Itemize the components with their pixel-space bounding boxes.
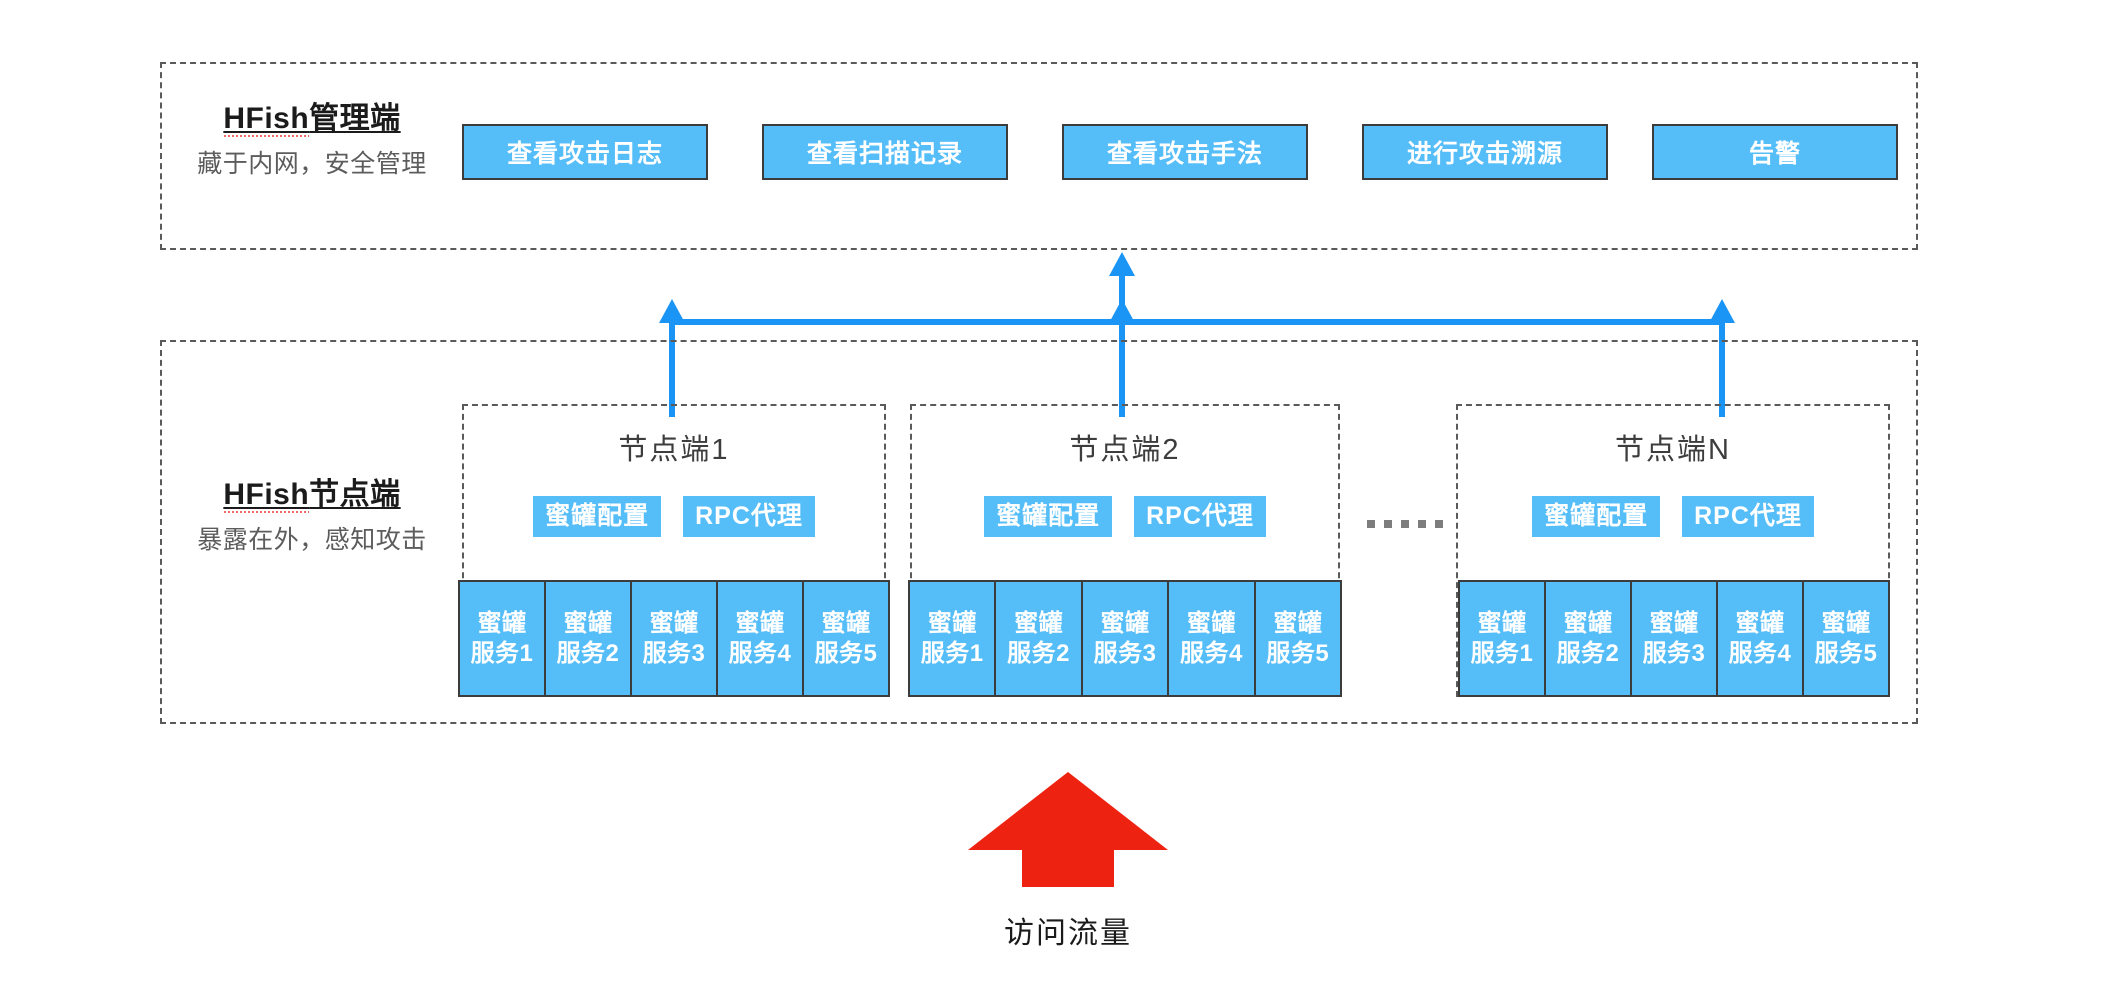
- uplink-line-node1: [669, 319, 675, 417]
- admin-zone-subtitle: 藏于内网，安全管理: [197, 149, 427, 178]
- uplink-arrowhead-node1: [659, 299, 685, 323]
- traffic-up-arrow-icon: [968, 772, 1168, 887]
- service-cell-line2: 服务4: [1728, 639, 1792, 667]
- uplink-line-to-admin: [1119, 272, 1125, 322]
- service-cell-line2: 服务3: [642, 639, 706, 667]
- service-cell-line2: 服务1: [1470, 639, 1534, 667]
- service-cell-1-1[interactable]: 蜜罐服务1: [458, 580, 546, 697]
- service-cell-2-4[interactable]: 蜜罐服务4: [1167, 580, 1256, 697]
- chip-rpc-proxy-n[interactable]: RPC代理: [1682, 496, 1814, 538]
- uplink-line-node2: [1119, 319, 1125, 417]
- service-cell-n-4[interactable]: 蜜罐服务4: [1716, 580, 1804, 697]
- ellipsis-dot: [1384, 520, 1392, 528]
- node-zone-panel: [160, 340, 1918, 724]
- service-cell-line1: 蜜罐: [1186, 609, 1236, 637]
- service-cell-line1: 蜜罐: [1100, 609, 1150, 637]
- service-cell-2-3[interactable]: 蜜罐服务3: [1080, 580, 1170, 697]
- service-cell-line1: 蜜罐: [1477, 609, 1527, 637]
- service-cell-line1: 蜜罐: [1735, 609, 1785, 637]
- service-cell-line2: 服务1: [920, 639, 984, 667]
- service-cell-1-3[interactable]: 蜜罐服务3: [630, 580, 718, 697]
- service-cell-line1: 蜜罐: [1014, 609, 1064, 637]
- ellipsis-dot: [1367, 520, 1375, 528]
- admin-zone-title-latin: HFish: [223, 102, 310, 139]
- node-zone-subtitle: 暴露在外，感知攻击: [197, 525, 427, 554]
- service-cell-line2: 服务4: [1179, 639, 1243, 667]
- service-strip-1: 蜜罐服务1 蜜罐服务2 蜜罐服务3 蜜罐服务4 蜜罐服务5: [458, 580, 890, 697]
- service-cell-2-2[interactable]: 蜜罐服务2: [994, 580, 1083, 697]
- chip-rpc-proxy-2[interactable]: RPC代理: [1134, 496, 1266, 538]
- service-cell-1-5[interactable]: 蜜罐服务5: [802, 580, 890, 697]
- node-title-1: 节点端1: [618, 434, 730, 466]
- admin-button-view-attack-tactics[interactable]: 查看攻击手法: [1062, 124, 1308, 180]
- uplink-arrowhead-nodeN: [1709, 299, 1735, 323]
- node-box-n[interactable]: 节点端N 蜜罐配置 RPC代理: [1456, 404, 1890, 697]
- service-cell-2-1[interactable]: 蜜罐服务1: [908, 580, 997, 697]
- admin-zone-title-cn: 管理端: [309, 102, 401, 135]
- service-cell-line2: 服务2: [1007, 639, 1071, 667]
- service-cell-line1: 蜜罐: [649, 609, 699, 637]
- service-strip-2: 蜜罐服务1 蜜罐服务2 蜜罐服务3 蜜罐服务4 蜜罐服务5: [908, 580, 1343, 697]
- chip-honeypot-config-n[interactable]: 蜜罐配置: [1532, 496, 1661, 538]
- service-cell-line1: 蜜罐: [1563, 609, 1613, 637]
- node-chip-row-n: 蜜罐配置 RPC代理: [1458, 496, 1888, 538]
- service-cell-line2: 服务5: [814, 639, 878, 667]
- admin-zone-panel: [160, 62, 1918, 250]
- node-zone-title-cn: 节点端: [309, 478, 401, 511]
- chip-rpc-proxy-1[interactable]: RPC代理: [683, 496, 815, 538]
- ellipsis-dot: [1401, 520, 1409, 528]
- service-cell-line2: 服务5: [1814, 639, 1878, 667]
- service-cell-2-5[interactable]: 蜜罐服务5: [1253, 580, 1343, 697]
- node-box-2[interactable]: 节点端2 蜜罐配置 RPC代理: [910, 404, 1340, 697]
- ellipsis-more-nodes: [1367, 520, 1443, 528]
- service-cell-line1: 蜜罐: [927, 609, 977, 637]
- service-cell-line2: 服务2: [556, 639, 620, 667]
- admin-button-alarm[interactable]: 告警: [1652, 124, 1898, 180]
- uplink-bus-line: [672, 319, 1725, 325]
- service-cell-line2: 服务4: [728, 639, 792, 667]
- node-zone-label: HFish节点端 暴露在外，感知攻击: [176, 478, 448, 554]
- admin-button-view-attack-logs[interactable]: 查看攻击日志: [462, 124, 708, 180]
- node-zone-title-latin: HFish: [223, 478, 310, 515]
- service-cell-line2: 服务5: [1266, 639, 1330, 667]
- service-strip-n: 蜜罐服务1 蜜罐服务2 蜜罐服务3 蜜罐服务4 蜜罐服务5: [1458, 580, 1890, 697]
- service-cell-line1: 蜜罐: [735, 609, 785, 637]
- service-cell-n-2[interactable]: 蜜罐服务2: [1544, 580, 1632, 697]
- service-cell-line1: 蜜罐: [821, 609, 871, 637]
- service-cell-line2: 服务2: [1556, 639, 1620, 667]
- uplink-line-nodeN: [1719, 319, 1725, 417]
- admin-zone-label: HFish管理端 藏于内网，安全管理: [176, 102, 448, 178]
- node-chip-row-1: 蜜罐配置 RPC代理: [464, 496, 884, 538]
- service-cell-line2: 服务3: [1642, 639, 1706, 667]
- service-cell-line1: 蜜罐: [563, 609, 613, 637]
- node-box-1[interactable]: 节点端1 蜜罐配置 RPC代理: [462, 404, 886, 697]
- service-cell-line2: 服务1: [470, 639, 534, 667]
- chip-honeypot-config-1[interactable]: 蜜罐配置: [533, 496, 662, 538]
- service-cell-1-2[interactable]: 蜜罐服务2: [544, 580, 632, 697]
- ellipsis-dot: [1418, 520, 1426, 528]
- node-title-2: 节点端2: [1069, 434, 1181, 466]
- node-title-n: 节点端N: [1615, 434, 1731, 466]
- uplink-arrowhead-to-admin: [1109, 252, 1135, 276]
- service-cell-line1: 蜜罐: [1273, 609, 1323, 637]
- node-zone-title: HFish节点端: [176, 478, 448, 515]
- service-cell-line1: 蜜罐: [1821, 609, 1871, 637]
- service-cell-line1: 蜜罐: [1649, 609, 1699, 637]
- chip-honeypot-config-2[interactable]: 蜜罐配置: [984, 496, 1113, 538]
- node-chip-row-2: 蜜罐配置 RPC代理: [912, 496, 1338, 538]
- service-cell-n-1[interactable]: 蜜罐服务1: [1458, 580, 1546, 697]
- service-cell-n-5[interactable]: 蜜罐服务5: [1802, 580, 1890, 697]
- admin-button-view-scan-records[interactable]: 查看扫描记录: [762, 124, 1008, 180]
- service-cell-line2: 服务3: [1093, 639, 1157, 667]
- traffic-label: 访问流量: [1004, 917, 1132, 950]
- service-cell-n-3[interactable]: 蜜罐服务3: [1630, 580, 1718, 697]
- service-cell-line1: 蜜罐: [477, 609, 527, 637]
- admin-zone-title: HFish管理端: [176, 102, 448, 139]
- ellipsis-dot: [1435, 520, 1443, 528]
- service-cell-1-4[interactable]: 蜜罐服务4: [716, 580, 804, 697]
- admin-button-attack-tracing[interactable]: 进行攻击溯源: [1362, 124, 1608, 180]
